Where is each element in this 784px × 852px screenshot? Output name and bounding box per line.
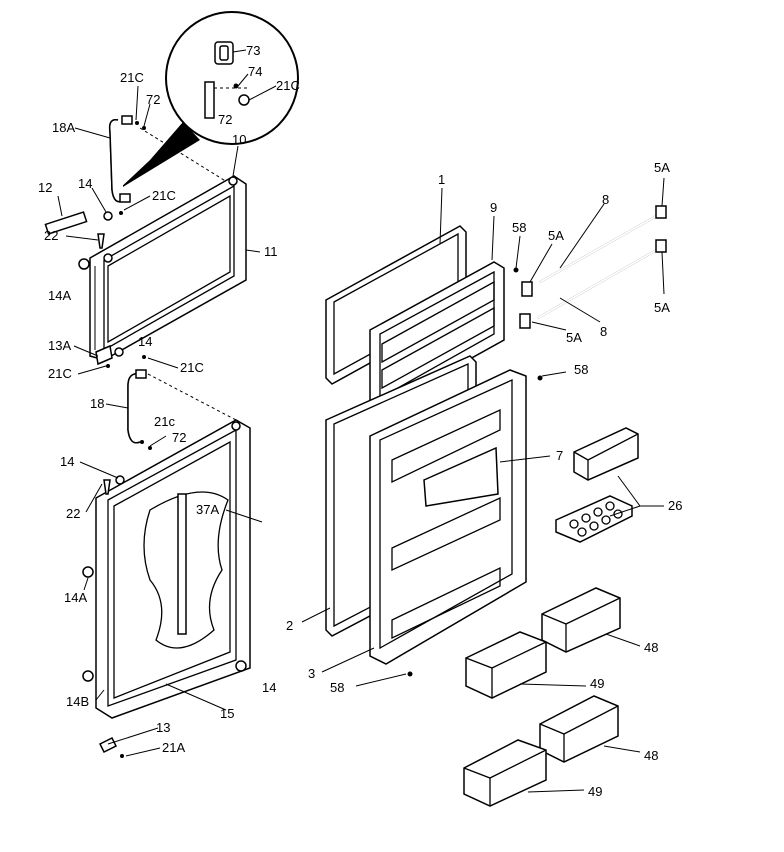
label-14-freezer-bottom: 14 [138,334,152,349]
door-bin-48-lower [539,695,619,763]
label-11: 11 [264,244,278,259]
label-12: 12 [38,180,52,195]
label-15: 15 [220,706,234,721]
label-5a-3: 5A [654,300,670,315]
nameplate-12 [44,211,88,235]
label-21a: 21A [162,740,185,755]
label-14b: 14B [66,694,89,709]
label-13: 13 [156,720,170,735]
dairy-bin-26 [573,427,639,481]
label-14-fresh-top: 14 [60,454,74,469]
label-21c-freezer: 21C [152,188,176,203]
label-22-freezer: 22 [44,228,58,243]
label-9: 9 [490,200,497,215]
fresh-food-handle-18 [106,355,237,450]
label-37a: 37A [196,502,219,517]
label-7: 7 [556,448,563,463]
label-14a-fresh: 14A [64,590,87,605]
egg-tray-26 [555,495,633,543]
label-21c-right: 21C [180,360,204,375]
label-73: 73 [246,43,260,58]
label-18: 18 [90,396,104,411]
label-58-bottom: 58 [330,680,344,695]
label-48-upper: 48 [644,640,658,655]
label-48-lower: 48 [644,748,658,763]
handle-detail-callout [118,11,299,190]
label-5a-1: 5A [548,228,564,243]
fresh-food-door-liner-3 [369,369,543,677]
label-22-fresh: 22 [66,506,80,521]
label-21c-lower: 21c [154,414,175,429]
label-14a-freezer: 14A [48,288,71,303]
freezer-door-11 [89,175,247,361]
label-5a-4: 5A [566,330,582,345]
label-49-lower: 49 [588,784,602,799]
label-74: 74 [248,64,262,79]
leader-lines [57,85,665,793]
door-bin-48-upper [541,587,621,653]
label-8-top: 8 [602,192,609,207]
label-21c-top: 21C [120,70,144,85]
label-72-detail: 72 [218,112,232,127]
label-13a: 13A [48,338,71,353]
label-58-top: 58 [512,220,526,235]
shelf-rods-8 [519,205,667,329]
label-18a: 18A [52,120,75,135]
label-10: 10 [232,132,246,147]
hinge-13 [98,736,118,754]
door-bin-49-upper [465,631,547,699]
door-bin-49-lower [463,739,547,807]
label-1: 1 [438,172,445,187]
callout-labels: 73 74 21C 72 21C 72 18A 10 12 14 21C 11 … [38,43,682,799]
label-8-bottom: 8 [600,324,607,339]
label-5a-2: 5A [654,160,670,175]
label-2: 2 [286,618,293,633]
label-21c-detail: 21C [276,78,300,93]
label-72-top: 72 [146,92,160,107]
label-72-lower: 72 [172,430,186,445]
label-49-upper: 49 [590,676,604,691]
fresh-food-door-15 [82,419,251,719]
label-58-mid: 58 [574,362,588,377]
label-14-freezer-top: 14 [78,176,92,191]
label-3: 3 [308,666,315,681]
label-26: 26 [668,498,682,513]
label-21c-left: 21C [48,366,72,381]
freezer-handle-18a [108,115,233,215]
label-14-fresh-bottom: 14 [262,680,276,695]
